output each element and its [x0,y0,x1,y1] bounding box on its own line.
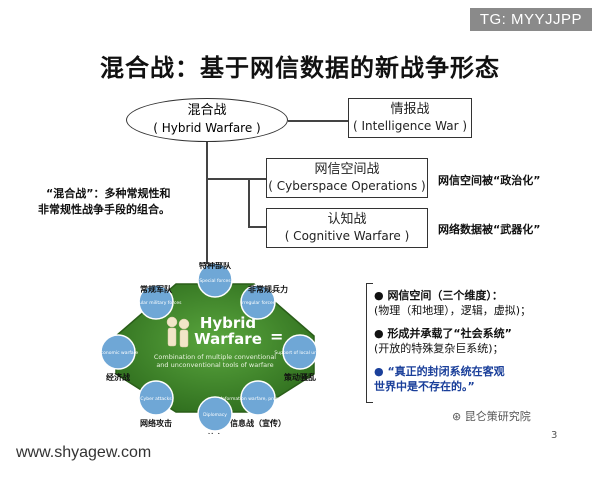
hybrid-warfare-graphic: Hybrid Warfare = Combination of multiple… [98,262,326,434]
warfare-node-circle [138,284,174,320]
bullet-2-sub: (开放的特殊复杂巨系统)； [374,342,504,355]
warfare-node-circle [197,262,233,298]
cyberspace-operations-zh: 网信空间战 [314,162,380,177]
connector-cyber-vertical [248,178,250,226]
warfare-node-en: Regular military forces [131,300,183,306]
intelligence-war-box: 情报战 ( Intelligence War ) [348,98,472,138]
warfare-node: Diplomacy 外交 [197,396,233,434]
warfare-node: Support of local unrest 策动骚乱 [274,334,326,382]
warfare-node-en: Special forces [199,278,231,284]
watermark-bottom: www.shyagew.com [8,442,160,464]
warfare-node: Cyber attacks 网络攻击 [138,380,174,428]
warfare-node-en: Diplomacy [203,412,227,418]
connector-cognitive [248,226,266,228]
bullet-1-sub: (物理（和地理），逻辑，虚拟)； [374,304,532,317]
bullet-1-head: 网信空间（三个维度）： [387,289,503,302]
cognitive-note: 网络数据被“武器化” [438,223,541,236]
cognitive-warfare-box: 认知战 ( Cognitive Warfare ) [266,208,428,248]
warfare-node-circle [240,284,276,320]
warfare-node-en: Cyber attacks [140,396,172,402]
watermark-top: TG: MYYJJPP [469,8,592,31]
definition-line-2: 非常规性战争手段的组合。 [38,203,170,216]
wechat-logo-tag: ⊛ 昆仑策研究院 [452,408,531,424]
cyberspace-note: 网信空间被“政治化” [438,174,541,187]
logo-text: 昆仑策研究院 [464,410,531,423]
cyberspace-operations-en: ( Cyberspace Operations ) [268,179,426,193]
warfare-node-en: Irregular forces [241,300,276,306]
warfare-node-zh: 常规军队 [140,284,173,294]
bullet-3: ● “真正的封闭系统在客观 [374,365,505,378]
warfare-node-zh: 特种部队 [199,262,232,270]
intelligence-war-zh: 情报战 [390,102,430,117]
warfare-node-en: Information warfare, propaganda [221,396,296,402]
definition-note: “混合战”：多种常规性和 非常规性战争手段的组合。 [38,186,170,218]
cyberspace-operations-box: 网信空间战 ( Cyberspace Operations ) [266,158,428,198]
definition-line-1: “混合战”：多种常规性和 [46,187,171,200]
connector-cyber [206,178,266,180]
warfare-node-en: Economic warfare [98,350,139,356]
warfare-node-zh: 非常规兵力 [248,284,288,294]
hybrid-title-2: Warfare [194,330,262,348]
warfare-node-en: Support of local unrest [274,350,325,356]
node-layer: Special forces 特种部队 Irregular forces 非常规兵力 S… [98,262,326,434]
bullets-bracket [366,283,373,403]
connector-trunk [206,142,208,312]
hybrid-equals: = [270,327,283,346]
hybrid-warfare-zh: 混合战 [187,103,227,118]
warfare-node: Regular military forces 常规军队 [131,284,183,320]
hybrid-title-1: Hybrid [200,314,256,332]
page-title: 混合战：基于网信数据的新战争形态 [100,54,500,82]
warfare-node-circle [197,396,233,432]
warfare-node-zh: 策动骚乱 [284,372,316,382]
bullet-2-head: 形成并承载了“社会系统” [387,327,512,340]
warfare-node: Economic warfare 经济战 [98,334,139,382]
bullet-1: ● 网信空间（三个维度）： [374,289,503,302]
warfare-node-zh: 外交 [207,432,223,434]
warfare-node: Special forces 特种部队 [197,262,233,298]
cognitive-warfare-en: ( Cognitive Warfare ) [284,229,410,243]
wechat-icon: ⊛ [452,410,462,423]
page-number: 3 [551,430,558,441]
cognitive-warfare-zh: 认知战 [327,212,367,227]
warfare-node-circle [282,334,318,370]
warfare-node: Information warfare, propaganda 信息战（宣传） [221,380,296,428]
hybrid-warfare-node: 混合战 ( Hybrid Warfare ) [126,98,288,142]
hybrid-warfare-en: ( Hybrid Warfare ) [153,121,261,135]
hybrid-subtitle-2: and unconventional tools of warfare [156,361,273,369]
soldiers-icon [166,316,190,348]
bullet-list: ● 网信空间（三个维度）： (物理（和地理），逻辑，虚拟)； ● 形成并承载了“… [374,288,574,394]
bullet-3-head: “真正的封闭系统在客观 [387,365,505,378]
connector-intelligence [288,120,348,122]
warfare-node-circle [240,380,276,416]
warfare-node-zh: 信息战（宣传） [230,418,286,428]
warfare-node-circle [138,380,174,416]
bullet-3-sub: 世界中是不存在的。” [374,380,475,393]
intelligence-war-en: ( Intelligence War ) [352,119,467,133]
warfare-node-circle [100,334,136,370]
warfare-node-zh: 网络攻击 [140,418,172,428]
bullet-2: ● 形成并承载了“社会系统” [374,327,512,340]
warfare-node: Irregular forces 非常规兵力 [240,284,288,320]
hybrid-subtitle-1: Combination of multiple conventional [154,353,276,361]
warfare-node-zh: 经济战 [106,372,130,382]
